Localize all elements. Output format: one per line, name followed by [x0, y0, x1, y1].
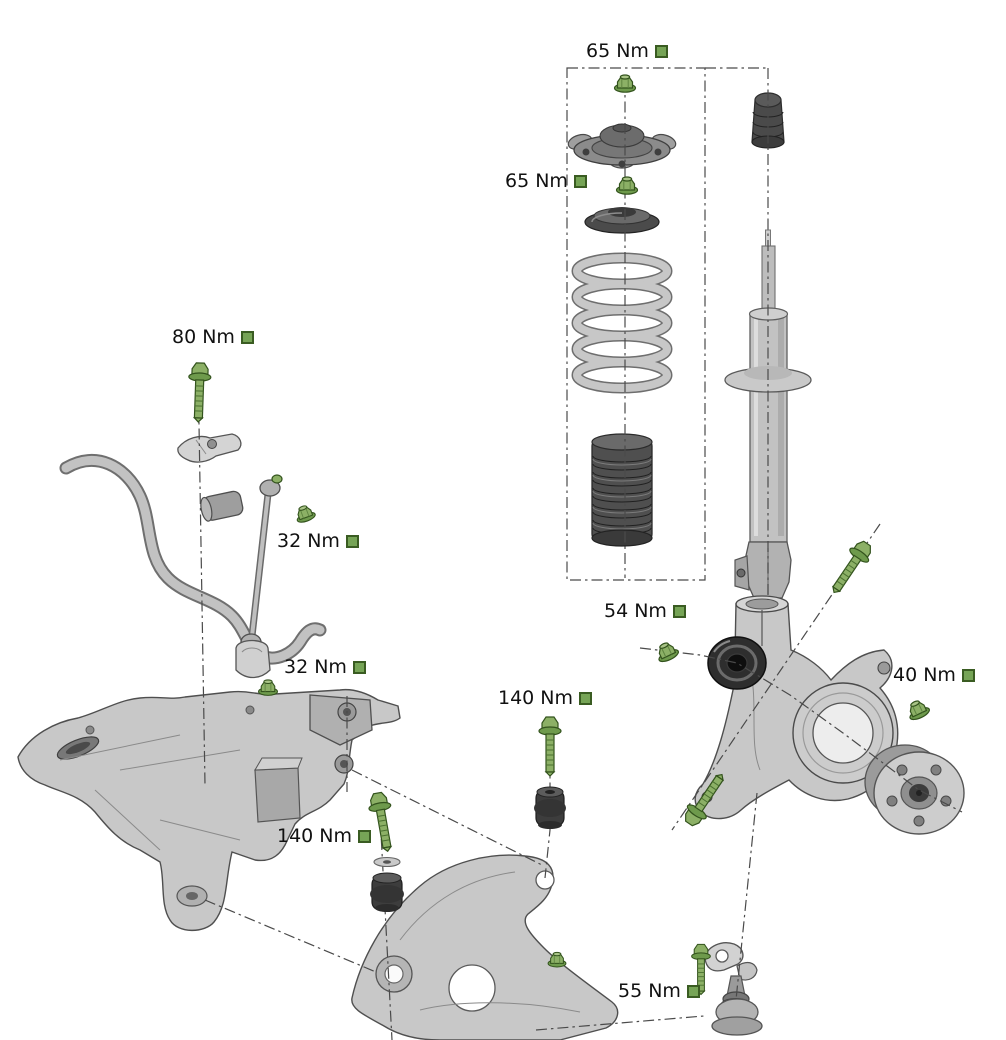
stabilizer-bushing	[200, 490, 244, 522]
torque-label-strut-bearing: 65 Nm	[505, 172, 587, 191]
torque-badge-icon[interactable]	[358, 830, 372, 843]
ball-joint	[704, 942, 763, 1036]
nut-65nm-mid	[615, 176, 639, 195]
torque-text: 32 Nm	[284, 656, 347, 678]
bolt-140nm-rear	[538, 716, 562, 777]
torque-badge-icon[interactable]	[961, 669, 975, 682]
control-arm	[351, 854, 619, 1040]
torque-badge-icon[interactable]	[579, 692, 593, 705]
stabilizer-bracket	[177, 433, 242, 463]
torque-badge-icon[interactable]	[686, 985, 700, 998]
stabilizer-clamp	[235, 639, 271, 679]
control-arm-front-bushing	[370, 856, 404, 912]
torque-label-stabilizer-bracket: 80 Nm	[172, 328, 254, 347]
torque-text: 140 Nm	[498, 687, 574, 709]
nut-32nm-upper	[292, 502, 317, 525]
nut-54nm	[653, 638, 681, 665]
torque-text: 65 Nm	[505, 170, 568, 192]
torque-text: 80 Nm	[172, 326, 235, 348]
torque-text: 140 Nm	[277, 825, 353, 847]
bolt-knuckle-upper	[824, 536, 877, 600]
subframe	[17, 688, 401, 932]
nut-65nm-top	[613, 74, 637, 93]
torque-label-link-upper: 32 Nm	[277, 532, 359, 551]
torque-label-link-lower: 32 Nm	[284, 658, 366, 677]
control-arm-rear-bushing	[534, 786, 566, 829]
torque-text: 54 Nm	[604, 600, 667, 622]
torque-text: 32 Nm	[277, 530, 340, 552]
centerlines	[197, 67, 963, 1040]
coil-spring	[571, 252, 673, 394]
nut-32nm-lower	[258, 679, 278, 696]
torque-text: 65 Nm	[586, 40, 649, 62]
wheel-bearing	[707, 636, 767, 690]
torque-label-strut-top: 65 Nm	[586, 42, 668, 61]
spring-seat	[584, 207, 660, 234]
torque-label-arm-rear: 140 Nm	[498, 687, 593, 709]
torque-badge-icon[interactable]	[240, 331, 254, 344]
wheel-hub	[864, 744, 965, 835]
torque-label-ball-joint: 55 Nm	[618, 982, 700, 1001]
torque-text: 40 Nm	[893, 664, 956, 686]
torque-badge-icon[interactable]	[352, 661, 366, 674]
nut-40nm	[904, 696, 932, 723]
torque-badge-icon[interactable]	[654, 45, 668, 58]
torque-label-knuckle-pinch: 54 Nm	[604, 602, 686, 621]
torque-label-arm-front: 140 Nm	[277, 825, 372, 847]
torque-text: 55 Nm	[618, 980, 681, 1002]
torque-label-hub: 40 Nm	[893, 666, 975, 685]
torque-badge-icon[interactable]	[573, 175, 587, 188]
stabilizer-bar	[59, 453, 327, 665]
torque-badge-icon[interactable]	[345, 535, 359, 548]
bolt-80nm	[186, 362, 212, 423]
bolt-140nm-front	[366, 790, 400, 854]
dust-boot	[591, 433, 653, 547]
torque-badge-icon[interactable]	[672, 605, 686, 618]
strut-mount	[567, 123, 677, 169]
